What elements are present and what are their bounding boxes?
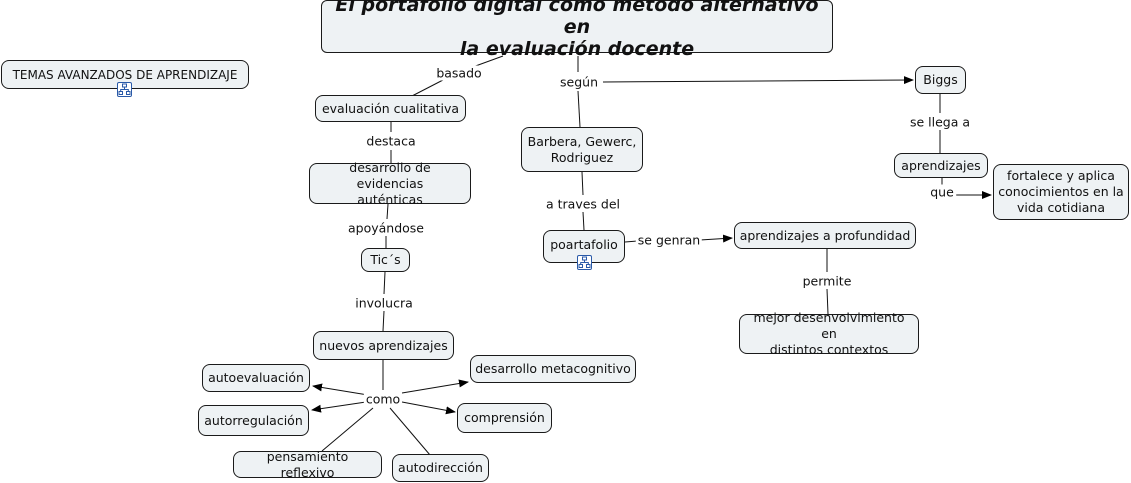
line-como-pensamiento (321, 407, 374, 452)
line-segun-barbera (577, 90, 581, 128)
node-profundidad-label: aprendizajes a profundidad (739, 227, 911, 243)
node-comprension-label: comprensión (464, 410, 545, 425)
node-autodireccion-label: autodirección (398, 460, 483, 475)
node-desarrollo-line2: auténticas (357, 191, 423, 207)
line-barbera-atraves (581, 171, 584, 196)
line-basado-evaluacion (411, 79, 444, 97)
node-pensamiento-label: pensamiento reflexivo (266, 448, 349, 480)
node-pensamiento[interactable]: pensamiento reflexivo (233, 448, 382, 480)
node-nuevos-label: nuevos aprendizajes (319, 337, 448, 353)
node-comprension[interactable]: comprensión (457, 403, 552, 433)
node-biggs[interactable]: Biggs (915, 66, 966, 94)
node-mejor-desenvolvimiento[interactable]: mejor desenvolvimiento en distintos cont… (739, 310, 919, 357)
node-mejor-line1: mejor desenvolvimiento en (753, 310, 905, 341)
line-permite-mejor (826, 288, 829, 315)
link-involucra: involucra (353, 295, 415, 311)
node-barbera-line2: Rodriguez (550, 149, 614, 165)
node-evaluacion-label: evaluación cualitativa (321, 100, 460, 116)
node-barbera-line1: Barbera, Gewerc, (527, 133, 637, 149)
link-a-traves: a traves del (543, 196, 623, 212)
node-tics-label: Tic´s (370, 252, 401, 267)
map-title-line1: El portafolio digital como método altern… (335, 0, 819, 38)
line-desarrollo-apoyandose (386, 203, 389, 220)
node-aprendizajes[interactable]: aprendizajes (894, 153, 988, 178)
line-segun-biggs (602, 76, 914, 85)
link-como: como (363, 391, 403, 407)
link-apoyandose: apoyándose (345, 220, 427, 236)
node-tics[interactable]: Tic´s (361, 248, 410, 272)
node-desarrollo-line1: desarrollo de evidencias (349, 159, 431, 191)
link-permite: permite (800, 273, 854, 289)
node-autorregulacion-label: autorregulación (204, 412, 303, 428)
line-involucra-nuevos (382, 310, 385, 332)
node-fortalece-line1: fortalece y aplica (1007, 168, 1115, 183)
node-biggs-label: Biggs (923, 72, 958, 87)
node-evaluacion[interactable]: evaluación cualitativa (315, 95, 466, 122)
node-desarrollo-evidencias[interactable]: desarrollo de evidencias auténticas (309, 159, 471, 207)
node-autoevaluacion-label: autoevaluación (208, 370, 304, 385)
line-atraves-portafolio (582, 211, 585, 231)
line-tics-involucra (383, 271, 386, 295)
node-barbera[interactable]: Barbera, Gewerc, Rodriguez (521, 127, 643, 172)
node-metacognitivo-label: desarrollo metacognitivo (475, 361, 631, 376)
arrow-como-metacognitivo (401, 379, 469, 394)
node-temas-label: TEMAS AVANZADOS DE APRENDIZAJE (12, 67, 238, 82)
link-basado: basado (434, 65, 484, 81)
node-portafolio-label: poartafolio (550, 237, 618, 252)
node-mejor-line2: distintos contextos (769, 342, 889, 357)
node-fortalece-line2: conocimientos en la (998, 184, 1124, 199)
concept-map-icon[interactable] (117, 82, 132, 97)
arrow-como-comprension (401, 401, 456, 415)
map-title-line2: la evaluación docente (459, 37, 695, 60)
arrow-segenran-profundidad (699, 234, 733, 243)
line-como-autodireccion (389, 407, 431, 456)
node-temas[interactable]: TEMAS AVANZADOS DE APRENDIZAJE (1, 60, 249, 89)
map-title: El portafolio digital como método altern… (321, 0, 833, 60)
line-portafolio-segenran (624, 240, 638, 243)
node-aprendizajes-label: aprendizajes (901, 157, 981, 173)
node-fortalece-line3: vida cotidiana (1017, 200, 1105, 215)
node-autorregulacion[interactable]: autorregulación (198, 405, 309, 436)
node-profundidad[interactable]: aprendizajes a profundidad (734, 222, 916, 249)
node-fortalece[interactable]: fortalece y aplica conocimientos en la v… (993, 164, 1129, 220)
link-se-genran: se genran (635, 232, 703, 248)
arrow-como-autorregulacion (311, 401, 367, 413)
node-metacognitivo[interactable]: desarrollo metacognitivo (470, 355, 636, 383)
link-destaca: destaca (364, 133, 418, 149)
node-autoevaluacion[interactable]: autoevaluación (202, 364, 310, 392)
concept-map-icon[interactable] (577, 255, 592, 270)
arrow-como-autoevaluacion (312, 383, 369, 396)
link-se-llega: se llega a (907, 114, 973, 130)
link-segun: según (558, 74, 600, 90)
node-nuevos-aprendizajes[interactable]: nuevos aprendizajes (313, 331, 454, 360)
node-autodireccion[interactable]: autodirección (392, 454, 489, 482)
link-que: que (928, 184, 956, 200)
